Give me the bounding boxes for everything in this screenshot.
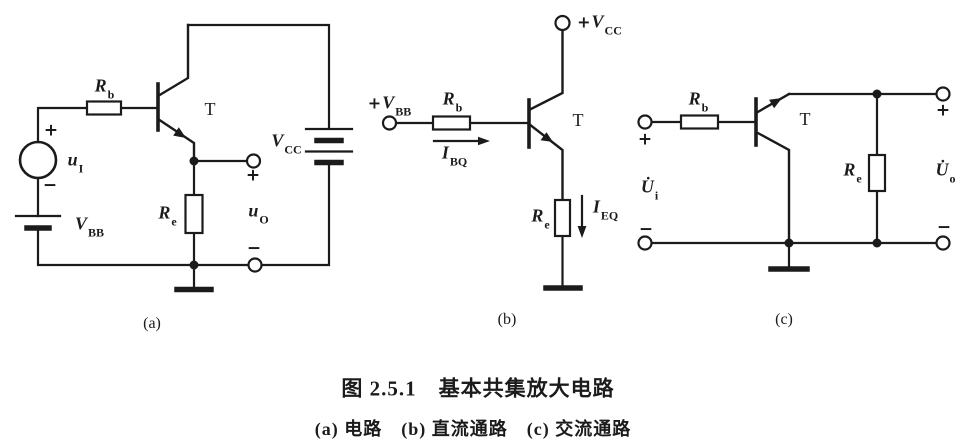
circuit-b [381,14,587,291]
emitter-arrow-icon [540,132,553,142]
output-plus-sign: + [245,165,261,186]
re-label: Re [843,159,862,186]
emitter-arrow-icon [769,98,782,109]
transistor-symbol [754,92,791,245]
output-plus-terminal [935,86,951,102]
rb-label: Rb [442,88,463,115]
ieq-current-arrow-icon [577,194,587,238]
input-plus-sign: + [637,129,653,150]
output-minus-sign: − [936,217,952,238]
subfigure-label-a: (a) [143,315,161,332]
output-minus-terminal [935,235,951,251]
transistor-label: T [204,99,216,119]
vcc-label: +VCC [577,11,622,38]
figure-title: 图 2.5.1 基本共集放大电路 [341,376,615,401]
wires [394,121,564,287]
re-label: Re [158,202,177,229]
output-plus-sign: + [935,100,951,121]
circuit-c [637,86,951,272]
resistor-rb-symbol [85,100,123,116]
output-minus-terminal [247,257,263,273]
vcc-label: VCC [271,130,302,157]
input-minus-sign: − [638,219,654,240]
resistor-rb-symbol [431,115,472,131]
input-plus-terminal [637,114,653,130]
resistor-re-symbol [553,198,572,238]
node-dot [189,260,199,270]
wires [649,92,938,245]
node-dot [872,89,882,99]
source-plus-sign: + [43,120,59,141]
ac-source-symbol [18,140,58,180]
vbb-label: +VBB [367,92,412,119]
vbb-label: VBB [74,213,105,240]
rb-label: Rb [94,75,115,102]
battery-vcc-symbol [304,127,354,166]
source-minus-sign: − [42,175,58,196]
transistor-label: T [799,109,811,129]
re-label: Re [531,205,550,232]
transistor-symbol [156,23,196,163]
emitter-arrow-icon [173,127,186,138]
node-dot [189,156,199,166]
resistor-re-symbol [184,193,204,235]
ieq-current-label: IEQ [592,196,619,223]
output-minus-sign: − [246,238,262,259]
transistor-symbol [527,28,564,202]
node-dot [784,238,794,248]
input-voltage-label: U̇i [640,176,659,203]
vcc-terminal [554,14,571,32]
input-minus-terminal [637,235,653,251]
resistor-rb-symbol [679,114,720,130]
output-plus-terminal [245,153,262,169]
battery-vbb-symbol [14,214,62,231]
figure-subtitle: (a) 电路 (b) 直流通路 (c) 交流通路 [314,419,632,439]
subfigure-label-b: (b) [497,311,517,328]
input-voltage-label: uI [67,149,84,176]
node-dot [872,238,882,248]
wires [36,23,331,267]
resistor-re-symbol [867,153,887,193]
transistor-label: T [572,110,584,130]
subfigure-label-c: (c) [775,311,793,328]
rb-label: Rb [688,88,709,115]
ibq-current-arrow-icon [432,136,490,146]
ibq-current-label: IBQ [441,142,468,169]
output-voltage-label: uO [248,200,269,227]
vbb-terminal [381,115,398,131]
circuit-a [14,23,354,293]
output-voltage-label: U̇o [935,159,956,186]
